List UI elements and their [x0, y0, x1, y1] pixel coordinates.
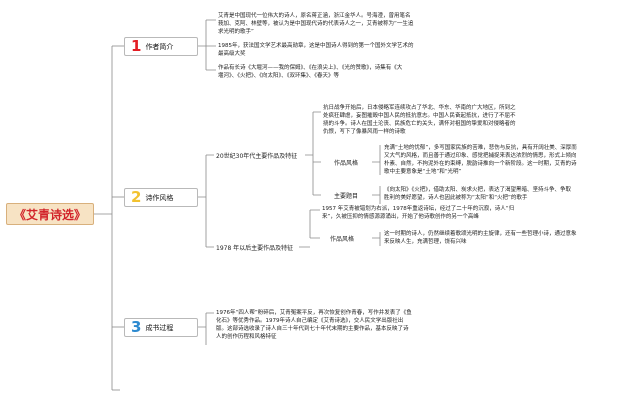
1930s-style-text: 充满“土地的忧郁”，多写国家民族的苦难，悲伤与反抗，具有开阔壮美、深厚而又大气的…: [384, 145, 577, 175]
1978-intro-text: 1957 年艾青被错划为右派，1978年重返诗坛，经过了二十年的沉寂，诗人“归来…: [322, 206, 515, 220]
connector-b3-out: [198, 312, 214, 345]
connector-sub1-theme: [372, 186, 381, 204]
author-intro-text-2: 1985年，获法国文学艺术最高勋章，这是中国诗人得到的第一个国外文学艺术的最高级…: [218, 43, 414, 57]
root-title: 《艾青诗选》: [13, 207, 86, 222]
branch-number: 1: [131, 37, 142, 55]
connector-sub2: [299, 209, 320, 248]
author-intro-text-3: 作品有长诗《大堰河——我的保姆》、《在浪尖上》、《光的赞歌》，诗集有《大堰河》、…: [218, 65, 403, 79]
branch-book-formation[interactable]: 3 成书过程: [124, 318, 198, 337]
root-node[interactable]: 《艾青诗选》: [6, 203, 94, 225]
branch-label: 成书过程: [145, 323, 174, 332]
sub-node-1978[interactable]: 1978 年以后主要作品及特征: [216, 245, 294, 252]
connector-sub2-style: [372, 232, 381, 246]
connector-b1-out: [198, 19, 216, 71]
branch-label: 作者简介: [145, 42, 174, 51]
sub-node-1930s[interactable]: 20世纪30年代主要作品及特征: [216, 153, 298, 160]
branch-number: 3: [131, 318, 142, 336]
sub-node-1978-style[interactable]: 作品风格: [330, 236, 355, 243]
1930s-theme-text: 《向太阳》《火把》，借助太阳、炭求火把，表达了渴望黑暗、坚持斗争、争取胜利的美好…: [384, 187, 572, 201]
connector-sub1-style: [372, 145, 381, 175]
author-intro-text-1: 艾青是中国现代一位伟大的诗人，原名蒋正涵，浙江金华人。号海澄，曾用笔名莪加、克阿…: [218, 13, 414, 35]
branch-author-intro[interactable]: 1 作者简介: [124, 37, 198, 56]
1930s-intro-text: 抗日战争开始后，日本侵略军连续攻占了华北、华东、华南的广大地区，所到之处疯狂肆虐…: [323, 105, 516, 135]
connector-b2-out: [198, 154, 214, 248]
branch-poetry-style[interactable]: 2 诗作风格: [124, 188, 198, 207]
branch-label: 诗作风格: [145, 193, 174, 202]
1978-style-text: 这一时期的诗人，仍然继续着歌颂光明的主旋律，还有一些哲理小诗，通过意象来反映人生…: [384, 231, 577, 245]
branch-number: 2: [131, 188, 142, 206]
book-formation-text: 1976年“四人帮”粉碎后，艾青冤案平反，再次恢复创作青春，写作并发表了《鱼化石…: [216, 310, 412, 340]
sub-node-1930s-theme[interactable]: 主要题目: [334, 193, 359, 200]
sub-node-1930s-style[interactable]: 作品风格: [334, 160, 359, 167]
connector-sub1: [305, 111, 321, 196]
